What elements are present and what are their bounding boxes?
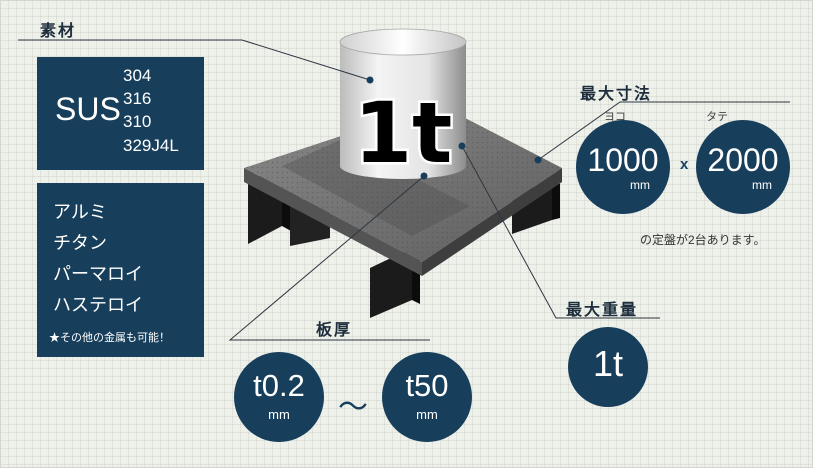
- thickness-min-value: t0.2: [253, 368, 305, 403]
- sus-grade-316: 316: [123, 89, 152, 108]
- weight-circle: 1t: [568, 327, 648, 407]
- sus-grade-310: 310: [123, 112, 152, 131]
- sus-grade-304: 304: [123, 66, 152, 85]
- material-titanium: チタン: [53, 233, 107, 253]
- thickness-min-circle: t0.2 mm: [234, 352, 324, 442]
- other-materials-box: アルミ チタン パーマロイ ハステロイ ★その他の金属も可能！: [37, 183, 204, 357]
- thickness-min-unit: mm: [268, 407, 290, 422]
- leader-lines: [18, 39, 790, 341]
- thickness-heading: 板厚: [316, 320, 353, 339]
- material-hastelloy: ハステロイ: [53, 295, 143, 315]
- sus-grade-329j4l: 329J4L: [123, 136, 179, 155]
- platform-plate: [244, 104, 562, 276]
- material-note: ★その他の金属も可能！: [49, 332, 170, 344]
- sus-label: SUS: [55, 91, 121, 127]
- material-permalloy: パーマロイ: [53, 264, 143, 284]
- material-aluminum: アルミ: [53, 202, 107, 222]
- thickness-max-circle: t50 mm: [382, 352, 472, 442]
- weight-cylinder: [339, 28, 467, 179]
- material-heading: 素材: [40, 21, 77, 40]
- thickness-range-separator: 〜: [338, 391, 368, 424]
- height-label: タテ: [706, 111, 728, 123]
- width-unit: mm: [630, 178, 650, 192]
- size-note: の定盤が2台あります。: [640, 233, 766, 247]
- width-value: 1000: [587, 142, 659, 178]
- width-circle: 1000 mm: [576, 120, 670, 214]
- times-sign: x: [680, 156, 689, 173]
- size-heading: 最大寸法: [580, 84, 653, 103]
- weight-heading: 最大重量: [566, 300, 639, 319]
- weight-value: 1t: [592, 343, 624, 384]
- height-circle: 2000 mm: [696, 120, 790, 214]
- height-value: 2000: [707, 142, 779, 178]
- leader-dots: [366, 76, 542, 180]
- sus-box: SUS 304 316 310 329J4L: [37, 57, 204, 170]
- thickness-max-unit: mm: [416, 407, 438, 422]
- thickness-max-value: t50: [405, 368, 449, 403]
- weight-cylinder-label: 1t: [354, 84, 453, 182]
- height-unit: mm: [752, 178, 772, 192]
